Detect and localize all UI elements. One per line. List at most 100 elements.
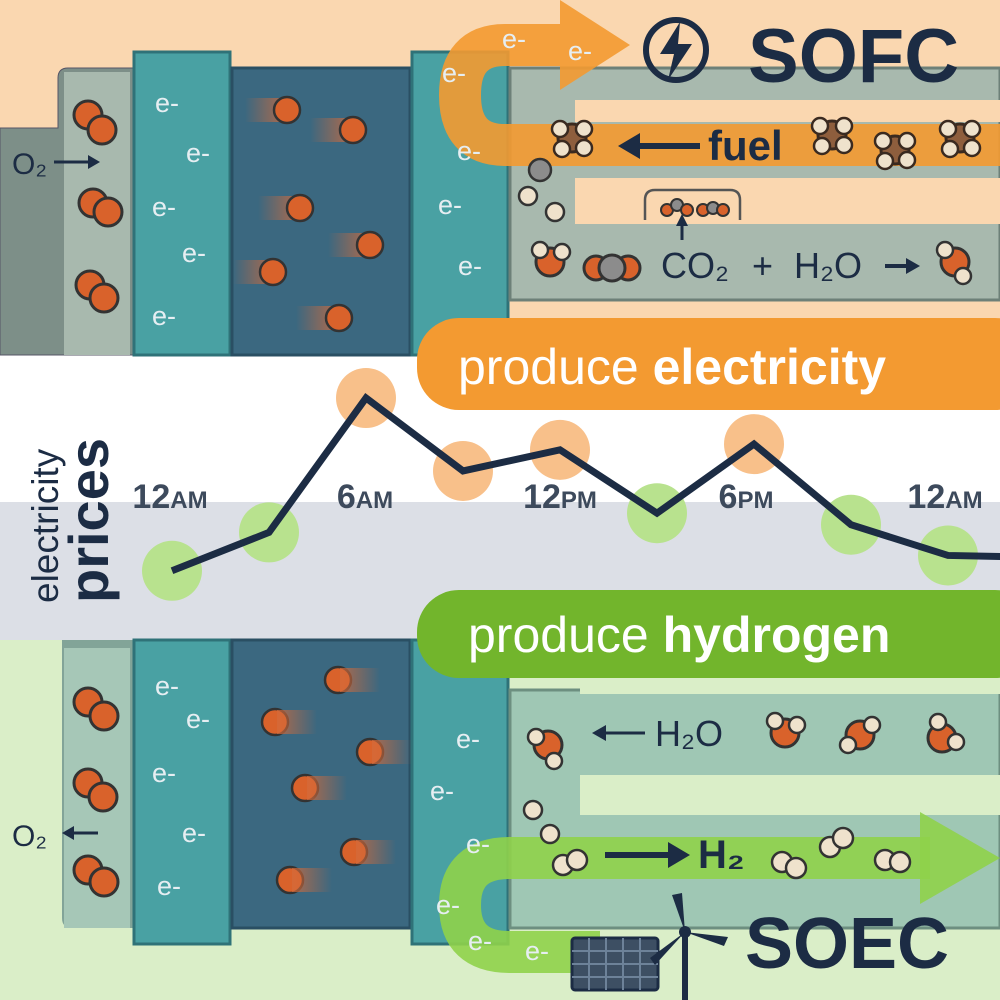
sofc-channel-divider-2	[575, 178, 1000, 224]
produce-hydrogen-banner: produce hydrogen	[417, 590, 1000, 678]
electron-label: e-	[456, 724, 480, 754]
price-line	[170, 393, 1000, 575]
hydrogen-molecule	[770, 850, 808, 880]
produce-electricity-banner: produce electricity	[417, 318, 1000, 410]
time-label-number: 12	[523, 478, 561, 516]
time-label: 6PM	[719, 478, 774, 516]
o2-inlet-arrow	[54, 155, 100, 169]
svg-text:produce hydrogen: produce hydrogen	[468, 607, 890, 663]
exhaust-plus: +	[752, 245, 773, 286]
electron-label: e-	[152, 192, 176, 222]
oxide-ions-bottom	[260, 665, 412, 895]
catalyst-bracket-icon	[643, 188, 742, 240]
electricity-circuit-arrow	[438, 0, 1000, 166]
o2-outlet-arrow	[62, 826, 98, 840]
water-molecule	[530, 240, 572, 278]
o2-outlet-label: O₂	[12, 820, 47, 853]
electron-label: e-	[502, 24, 526, 54]
soec-cell	[0, 638, 1000, 946]
sofc-electrode-left	[132, 50, 232, 357]
y-axis-label: electricityprices	[25, 438, 120, 603]
ylabel-light: electricity	[25, 448, 66, 603]
electron-label: e-	[182, 818, 206, 848]
electron-label: e-	[155, 88, 179, 118]
fuel-label: fuel	[708, 122, 783, 169]
hydrogen-circuit-arrow	[438, 812, 1000, 973]
banner-bold-text: electricity	[653, 339, 887, 395]
time-label-unit: AM	[945, 487, 982, 514]
h2-product-label: H₂	[698, 833, 745, 877]
electron-label: e-	[442, 58, 466, 88]
time-label-number: 6	[337, 478, 356, 516]
electron-label: e-	[438, 190, 462, 220]
electron-label: e-	[430, 776, 454, 806]
circuit-arrow-head	[560, 0, 630, 90]
co2-molecule	[582, 253, 642, 283]
exhaust-arrow	[885, 258, 920, 274]
electron-label: e-	[468, 926, 492, 956]
intermediate-species	[517, 157, 566, 223]
time-label-number: 12	[907, 478, 945, 516]
fuel-flow-label: fuel	[618, 122, 783, 169]
banner-light-text: produce	[468, 607, 663, 663]
oxygen-molecule	[72, 686, 120, 732]
time-label-unit: PM	[737, 487, 773, 514]
oxide-ions-top	[233, 95, 385, 333]
intermediate-species	[522, 799, 561, 845]
time-label: 12AM	[132, 478, 207, 516]
solar-panel-icon	[570, 936, 660, 992]
time-label-unit: PM	[561, 487, 597, 514]
h2o-inlet-arrow	[592, 725, 645, 741]
ylabel-bold: prices	[57, 438, 120, 603]
electron-label: e-	[155, 671, 179, 701]
hydrogen-molecule	[551, 848, 589, 877]
time-label-unit: AM	[170, 487, 207, 514]
banner-bold-text: hydrogen	[663, 607, 891, 663]
time-label: 12AM	[907, 478, 982, 516]
fuel-molecule	[810, 116, 854, 156]
h2-arrow-body	[438, 837, 930, 973]
sofc-cell	[0, 50, 1000, 357]
price-line-chart	[142, 368, 1000, 601]
electron-label: e-	[458, 251, 482, 281]
h2-product-arrow	[605, 842, 690, 868]
water-molecule	[838, 715, 882, 755]
exhaust-h2o-label: H₂O	[794, 245, 862, 286]
time-label: 12PM	[523, 478, 597, 516]
time-label-number: 6	[719, 478, 738, 516]
soec-channel-divider-2	[580, 775, 1000, 815]
fuel-molecule	[938, 119, 982, 159]
electron-label: e-	[182, 238, 206, 268]
water-molecule	[526, 727, 564, 771]
svg-text:produce electricity: produce electricity	[458, 339, 886, 395]
electron-label: e-	[436, 890, 460, 920]
electron-label: e-	[157, 871, 181, 901]
banner-light-text: produce	[458, 339, 653, 395]
electron-label: e-	[152, 301, 176, 331]
oxygen-molecule	[72, 854, 120, 898]
electron-label: e-	[466, 829, 490, 859]
electron-label: e-	[186, 704, 210, 734]
sofc-title: SOFC	[748, 14, 959, 99]
time-label-number: 12	[132, 478, 170, 516]
h2o-inlet-label: H₂O	[655, 713, 723, 754]
exhaust-co2-label: CO₂	[661, 245, 729, 286]
wind-turbine-icon	[650, 893, 728, 1000]
soec-title: SOEC	[745, 904, 949, 984]
lightning-bolt-icon	[643, 17, 709, 83]
water-molecule	[935, 240, 973, 286]
oxygen-molecule	[72, 99, 118, 146]
fuel-molecule	[550, 119, 594, 159]
water-molecule	[765, 711, 807, 749]
fuel-molecule	[873, 131, 917, 171]
sofc-channel-divider	[575, 100, 1000, 122]
h2-arrow-head	[920, 812, 1000, 904]
electrons-bottom: e- e- e- e- e- e- e- e- e- e- e-	[152, 671, 549, 966]
time-label-unit: AM	[356, 487, 393, 514]
hydrogen-molecule	[818, 826, 855, 859]
electron-label: e-	[525, 936, 549, 966]
soec-electrode-left	[132, 638, 232, 946]
circuit-arrow-body	[438, 24, 1000, 166]
